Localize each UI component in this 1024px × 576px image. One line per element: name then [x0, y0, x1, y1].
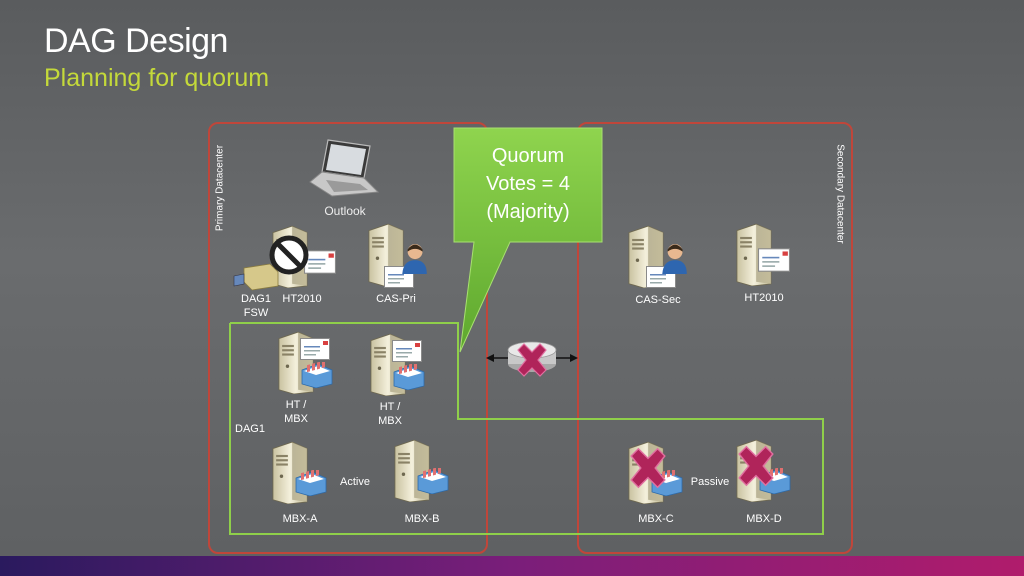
mailbox-icon [300, 362, 334, 388]
mail-icon [758, 248, 790, 272]
quorum-callout-text: Quorum Votes = 4 (Majority) [458, 142, 598, 226]
ht-mbx-2-line-2: MBX [378, 415, 402, 427]
primary-datacenter-box [208, 122, 488, 554]
ht2010-secondary-label: HT2010 [744, 292, 784, 304]
page-title: DAG Design [44, 22, 228, 60]
page-subtitle: Planning for quorum [44, 64, 270, 92]
ht-mbx-2-label: HT / MBX [370, 400, 410, 428]
mbx-c-label: MBX-C [638, 513, 674, 525]
mbx-a-label: MBX-A [282, 513, 318, 525]
mailbox-icon [392, 364, 426, 390]
file-share-witness-icon [233, 263, 279, 291]
mail-icon [392, 340, 422, 362]
user-icon [660, 242, 688, 274]
callout-line-2: Votes = 4 [486, 173, 570, 195]
ht-mbx-1-line-2: MBX [284, 413, 308, 425]
cas-sec-label: CAS-Sec [635, 294, 681, 306]
active-status-label: Active [340, 476, 370, 488]
cas-pri-label: CAS-Pri [376, 293, 416, 305]
mailbox-icon [416, 468, 450, 494]
ht-mbx-1-line-1: HT / [285, 399, 307, 411]
dag1-fsw-line-2: FSW [243, 307, 269, 319]
blocked-icon [269, 235, 309, 275]
user-icon [400, 242, 428, 274]
failure-x-icon [624, 444, 672, 492]
dag1-label: DAG1 [235, 423, 265, 435]
dag1-fsw-label: DAG1 FSW [236, 292, 276, 320]
failure-x-icon [732, 442, 780, 490]
wan-link-failure-icon [486, 341, 578, 377]
outlook-label: Outlook [324, 204, 366, 218]
dag1-fsw-line-1: DAG1 [241, 293, 271, 305]
passive-status-label: Passive [690, 476, 730, 488]
callout-line-1: Quorum [491, 145, 565, 167]
mbx-b-label: MBX-B [404, 513, 440, 525]
laptop-icon [309, 139, 380, 197]
mailbox-icon [294, 470, 328, 496]
ht-mbx-2-line-1: HT / [379, 401, 401, 413]
secondary-datacenter-box [577, 122, 853, 554]
footer-bar [0, 556, 1024, 576]
callout-line-3: (Majority) [486, 201, 570, 223]
ht2010-primary-label: HT2010 [282, 293, 322, 305]
mbx-d-label: MBX-D [746, 513, 782, 525]
ht-mbx-1-label: HT / MBX [276, 398, 316, 426]
mail-icon [300, 338, 330, 360]
